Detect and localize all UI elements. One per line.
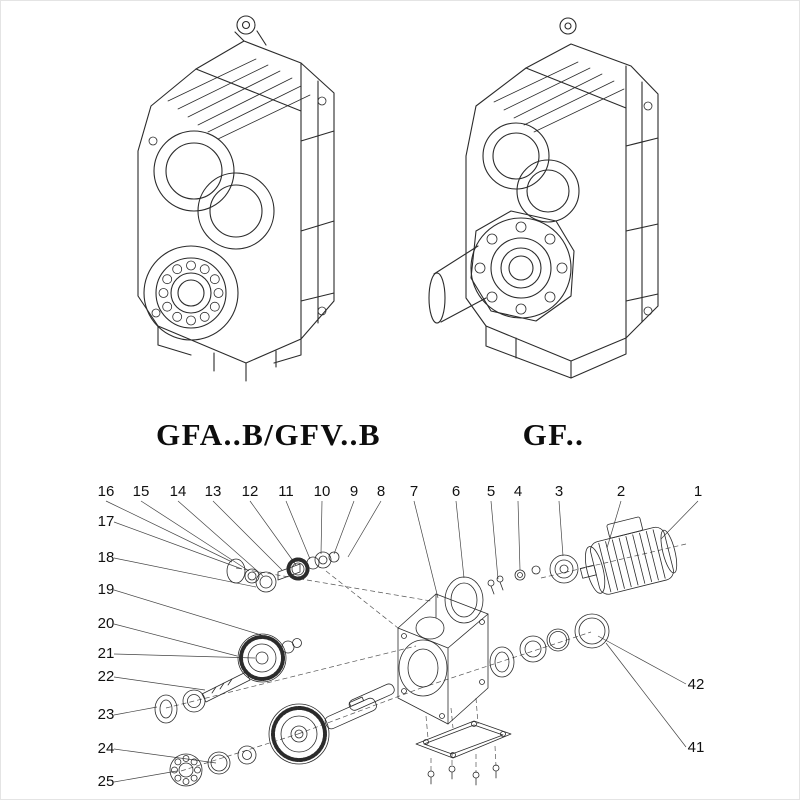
- part-number-label: 24: [98, 740, 115, 757]
- part-number-label: 22: [98, 668, 115, 685]
- part-number-labels: 16 15 14 13 12 11 10 9 8 7 6 5 4 3 2 1 1…: [98, 483, 705, 790]
- intermediate-seal: [154, 694, 178, 724]
- lifting-eye: [234, 15, 267, 46]
- washer-part: [237, 745, 257, 765]
- part-number-label: 9: [350, 483, 358, 500]
- part-number-label: 10: [314, 483, 331, 500]
- electric-motor: [579, 516, 678, 595]
- input-seal-part: [226, 558, 260, 584]
- part-number-label: 17: [98, 513, 115, 530]
- part-number-label: 15: [133, 483, 150, 500]
- output-shaft-part: [324, 683, 395, 730]
- cover-gasket: [444, 576, 484, 624]
- intermediate-gear: [237, 633, 287, 683]
- input-washers: [306, 551, 340, 570]
- mounting-feet: [157, 325, 302, 382]
- corner-bolts: [148, 96, 327, 318]
- part-number-label: 2: [617, 483, 625, 500]
- part-number-label: 41: [688, 739, 705, 756]
- motor-coupling: [549, 554, 579, 584]
- model-caption-right: GF..: [522, 417, 585, 452]
- part-number-label: 4: [514, 483, 522, 500]
- part-number-label: 20: [98, 615, 115, 632]
- part-number-label: 25: [98, 773, 115, 790]
- mounting-base: [485, 325, 627, 379]
- part-number-label: 23: [98, 706, 115, 723]
- part-number-label: 3: [555, 483, 563, 500]
- exploded-parts-diagram: 16 15 14 13 12 11 10 9 8 7 6 5 4 3 2 1 1…: [98, 483, 705, 790]
- retaining-rings: [281, 638, 302, 654]
- leader-lines: [105, 500, 699, 783]
- output-bearing-cage: [169, 753, 203, 787]
- part-number-label: 12: [242, 483, 259, 500]
- housing-outline: [137, 40, 335, 364]
- gearbox-housing: [397, 593, 489, 725]
- part-number-label: 8: [377, 483, 385, 500]
- input-pinion-shaft: [277, 557, 310, 581]
- assembly-axis-lines: [165, 543, 687, 773]
- right-gear-unit-drawing: [428, 17, 659, 379]
- output-shaft: [428, 245, 487, 324]
- part-number-label: 21: [98, 645, 115, 662]
- housing-outline: [465, 43, 659, 362]
- left-gear-unit-drawing: [137, 15, 335, 382]
- intermediate-bearing: [182, 689, 206, 713]
- output-flange: [470, 210, 575, 322]
- output-gear: [268, 703, 330, 765]
- cooling-fins: [493, 61, 625, 133]
- corner-bolts: [643, 101, 653, 316]
- bottom-cover-plate: [415, 720, 512, 759]
- model-caption-left: GFA..B/GFV..B: [155, 417, 382, 452]
- input-bearing-part: [255, 571, 277, 593]
- large-cover-ring: [574, 613, 610, 649]
- part-number-label: 7: [410, 483, 418, 500]
- bottom-bolts: [427, 764, 500, 786]
- part-number-label: 11: [278, 483, 294, 500]
- part-number-label: 5: [487, 483, 495, 500]
- bearing-bores: [153, 130, 275, 250]
- part-number-label: 19: [98, 581, 115, 598]
- output-seal-right: [489, 646, 515, 678]
- cover-bolts: [487, 565, 541, 595]
- output-bearing: [143, 245, 239, 341]
- part-number-label: 1: [694, 483, 702, 500]
- part-number-label: 14: [170, 483, 187, 500]
- part-number-label: 18: [98, 549, 115, 566]
- part-number-label: 42: [688, 676, 705, 693]
- snap-ring-part: [207, 751, 231, 775]
- part-number-label: 13: [205, 483, 222, 500]
- part-number-label: 16: [98, 483, 115, 500]
- cooling-fins: [167, 58, 311, 140]
- bearing-bores: [482, 122, 580, 223]
- part-number-label: 6: [452, 483, 460, 500]
- right-bearing-part: [519, 635, 547, 663]
- right-snap-ring: [546, 628, 570, 652]
- lifting-eye: [559, 17, 577, 35]
